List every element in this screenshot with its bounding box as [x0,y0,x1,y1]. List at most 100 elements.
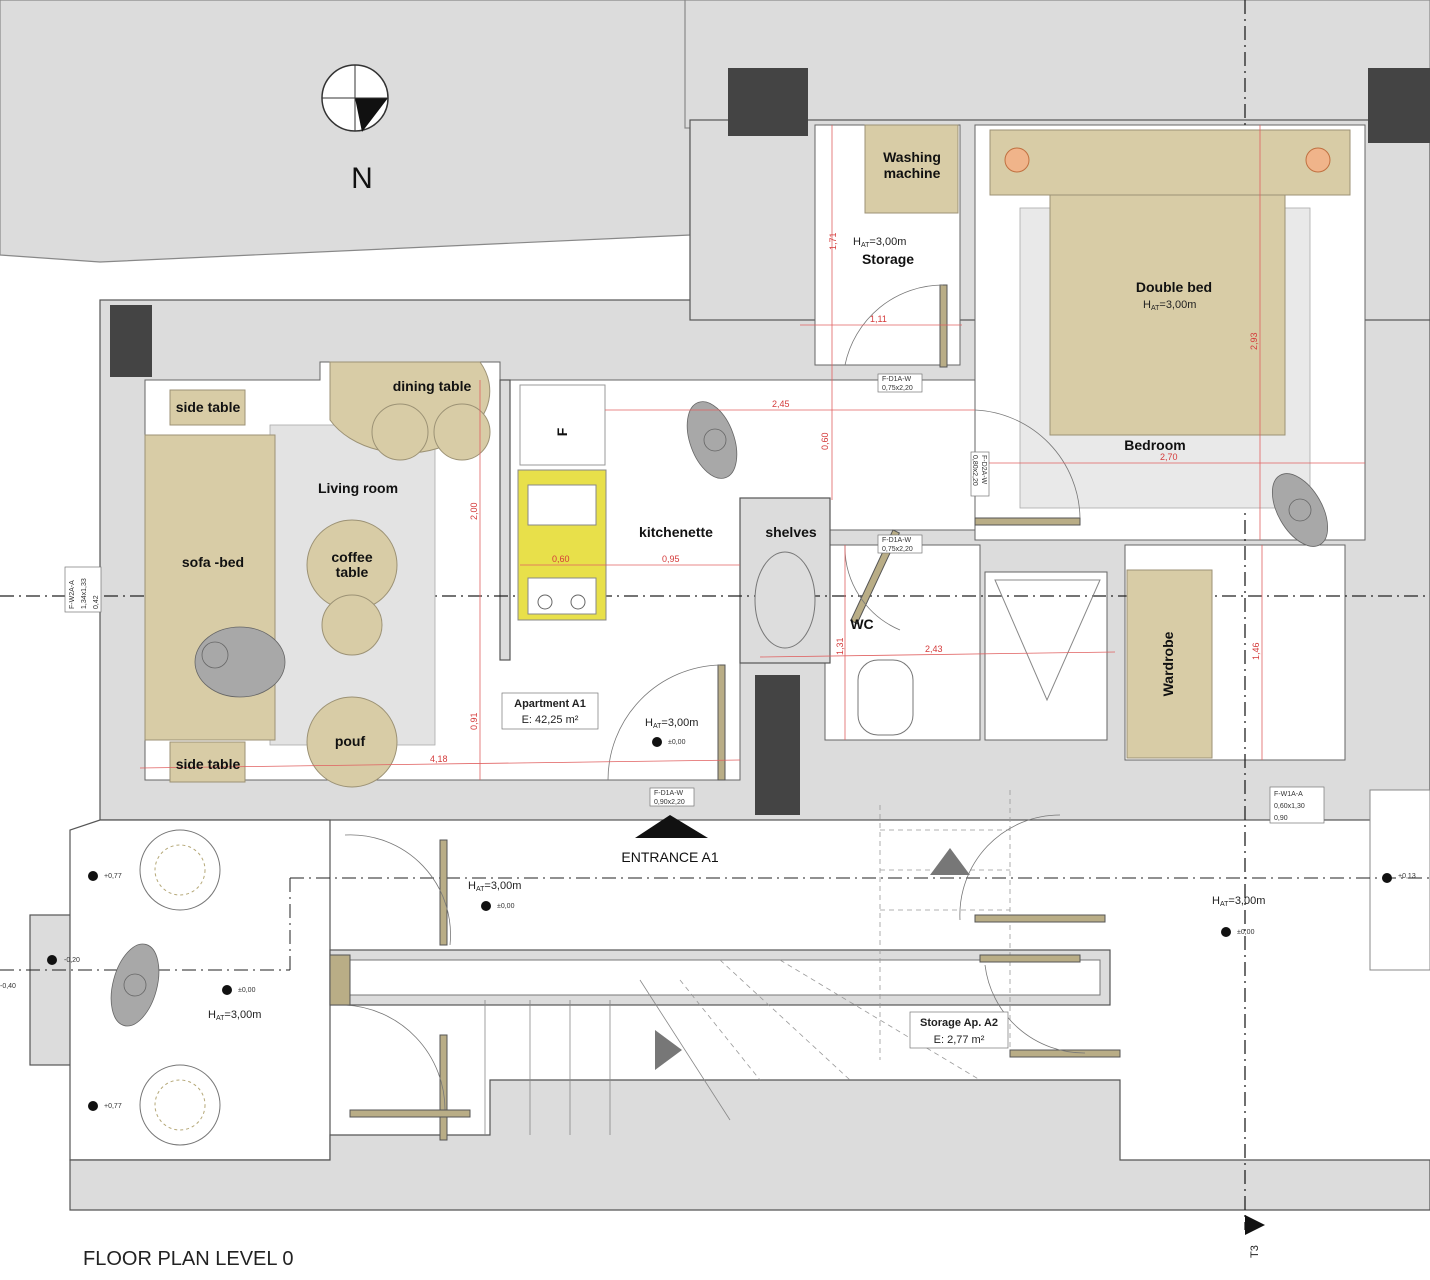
label-kitchenette: kitchenette [639,524,713,540]
level-left-a: -0,20 [64,957,80,964]
dim-bedroom-width: 2,70 [1160,452,1178,462]
level-left-b: -0,40 [0,983,16,990]
dim-kitchen-width: 0,95 [662,554,680,564]
neighbor-building-top-right [684,0,1430,129]
right-annex [1369,789,1430,971]
opening-tags: F-D1A-W 0,75x2,20 F-D2A-W 0,80x2,20 F-D1… [64,373,1325,824]
dim-bed-height: 2,93 [1249,332,1259,350]
side-table-bottom [169,741,246,783]
chimney-2 [1368,68,1430,143]
label-fridge: F [554,427,570,436]
dim-counter: 0,60 [552,554,570,564]
height-label: HAT=3,00m [208,1009,261,1022]
label-shelves: shelves [765,524,817,540]
tag-left-window: F-W2A-A [69,580,76,609]
shower-tray-icon [994,579,1101,702]
level-marker-icon [222,985,232,995]
label-pouf: pouf [335,733,366,749]
fridge [519,384,606,466]
dimension-labels: 1,71 1,11 2,45 0,60 2,93 2,70 2,00 0,60 … [430,232,1261,764]
burner-icon [570,594,586,610]
level-marker-icon [1382,873,1392,883]
level-marker-icon [1221,927,1231,937]
dining-chair [433,403,491,461]
doors [329,284,1121,1141]
level-step-top: +0,77 [104,873,122,880]
level-step-bottom: +0,77 [104,1103,122,1110]
tag-right-window-sill: 0,90 [1274,815,1288,822]
apartment-a1-name: Apartment A1 [514,698,586,710]
side-table-top [169,389,246,426]
tag-storage-door: F-D1A-W [882,376,912,383]
height-label: HAT=3,00m [853,236,906,249]
chimney-4 [755,675,800,815]
person-figures [110,401,1329,1027]
stool [321,594,383,656]
tag-right-window: F-W1A-A [1274,791,1303,798]
dim-hall-width: 2,45 [772,399,790,409]
label-dining-table: dining table [393,378,472,394]
burner-icon [537,594,553,610]
stair-arrow-icon [655,1030,682,1070]
level-marker-icon [88,871,98,881]
section-marker-label: T3 [1249,1245,1261,1258]
plant-icon [139,829,221,911]
sink-icon [527,484,597,526]
level-markers: ±0,00 ±0,00 ±0,00 ±0,00 +0,77 +0,77 -0,2… [0,737,1416,1111]
level-court-b: ±0,00 [238,987,256,994]
height-label: HAT=3,00m [645,717,698,730]
level-entry: ±0,00 [668,739,686,746]
level-marker-icon [47,955,57,965]
height-labels: HAT=3,00m HAT=3,00m HAT=3,00m HAT=3,00m … [208,236,1265,1022]
storage-a2-name: Storage Ap. A2 [920,1017,998,1029]
apartment-a1-area: E: 42,25 m² [522,714,579,726]
tag-entrance-door-size: 0,90x2,20 [654,799,685,806]
north-label: N [351,162,373,195]
label-bedroom: Bedroom [1124,437,1185,453]
stove-icon [527,577,597,615]
plan-title: FLOOR PLAN LEVEL 0 [83,1248,293,1270]
label-wardrobe: Wardrobe [1160,631,1176,696]
tag-right-window-size: 0,60x1,30 [1274,803,1305,810]
washbasin-icon [754,551,816,649]
height-label: HAT=3,00m [1212,895,1265,908]
double-bed [1049,194,1286,436]
neighbor-building-top-left [0,0,691,263]
label-washing-machine: Washing [883,149,941,165]
tag-wc-door-size: 0,75x2,20 [882,546,913,553]
plant-leaves [154,844,206,896]
dimension-lines [139,125,1365,780]
label-side-table-top: side table [176,399,241,415]
room-labels: Washing machine Storage Double bed Bedro… [176,149,1212,772]
plant-icon [139,1064,221,1146]
level-marker-icon [481,901,491,911]
label-washing-machine-2: machine [884,165,941,181]
dim-storage-height: 1,71 [828,232,838,250]
storage-a2-box [909,1011,1009,1049]
dim-living-height-2: 0,91 [469,712,479,730]
height-label: HAT=3,00m [468,880,521,893]
north-compass-icon [321,64,389,132]
lamp-icon [1305,147,1331,173]
level-court-c: ±0,00 [1237,929,1255,936]
stair-arrow-up-icon [930,848,970,875]
dim-storage-width: 1,11 [870,314,887,324]
lamp-icon [1004,147,1030,173]
washing-machine [864,124,959,214]
level-right: +0,13 [1398,873,1416,880]
label-coffee-table: coffee [331,549,372,565]
label-side-table-bottom: side table [176,756,241,772]
dim-living-width: 4,18 [430,754,448,764]
dim-wc-width: 2,43 [925,644,943,654]
kitchen-partition [499,379,511,661]
entrance-arrow-icon [635,815,708,838]
level-court-a: ±0,00 [497,903,515,910]
height-label: HAT=3,00m [1143,299,1196,312]
toilet-icon [857,659,914,736]
plant-leaves [154,1079,206,1131]
headboard [989,129,1351,196]
stairs [484,790,1011,1135]
tag-wc-door: F-D1A-W [882,537,912,544]
chimney-1 [728,68,808,136]
apartment-a1-box [501,692,599,730]
